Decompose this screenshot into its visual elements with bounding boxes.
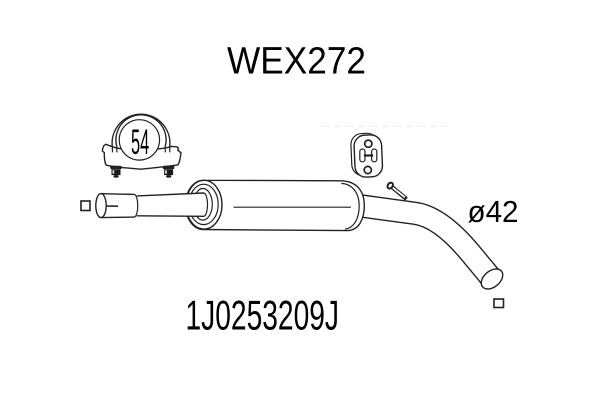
inlet-pipe-tip-edge [203,192,209,217]
page-title: WEX272 [227,41,366,83]
inlet-tube-fill [134,193,204,217]
bolt-washer [110,165,122,170]
hanger-bottom-hole [363,165,373,175]
inlet-tube-top-edge [136,192,205,197]
dimension-square-right [493,298,505,309]
clamp-bolt-right [162,165,175,178]
outlet-pipe-fill [355,195,500,286]
clamp-bolt-left [110,165,122,178]
pipe-clamp-drawing: 54 [101,113,182,178]
rubber-hanger-drawing [350,132,384,178]
pipe-diameter-label: ø42 [468,195,519,229]
inlet-tube-bottom-edge [136,215,205,217]
rod-end-cap [386,181,394,190]
bolt-nut [111,169,121,176]
outlet-pipe-end-opening [480,268,504,290]
silencer-body [184,179,366,232]
outlet-pipe [355,193,504,290]
inlet-sleeve-bottom-edge [100,216,135,219]
bolt-stub [113,175,119,178]
bolt-stub [166,175,172,178]
u-bolt-inner-arc [115,114,167,147]
inlet-pipe [95,192,209,219]
sleeve-end-edge [134,193,139,218]
clamp-size-circle [118,119,161,161]
hanger-top-hole [363,139,373,149]
end-dome-seam [341,182,360,230]
bolt-highlight [112,170,115,174]
part-number-label: 1J0253209J [186,292,340,339]
inlet-sleeve-top-edge [100,193,135,196]
clamp-size-label: 54 [131,123,149,162]
bolt-highlight [165,170,167,174]
inlet-pipe-opening [95,192,107,219]
dimension-square-left [80,200,91,212]
hanger-slot-bar [363,154,374,157]
bolt-washer [162,165,175,170]
hanger-rod-pin [386,181,408,201]
bolt-nut [164,169,174,176]
